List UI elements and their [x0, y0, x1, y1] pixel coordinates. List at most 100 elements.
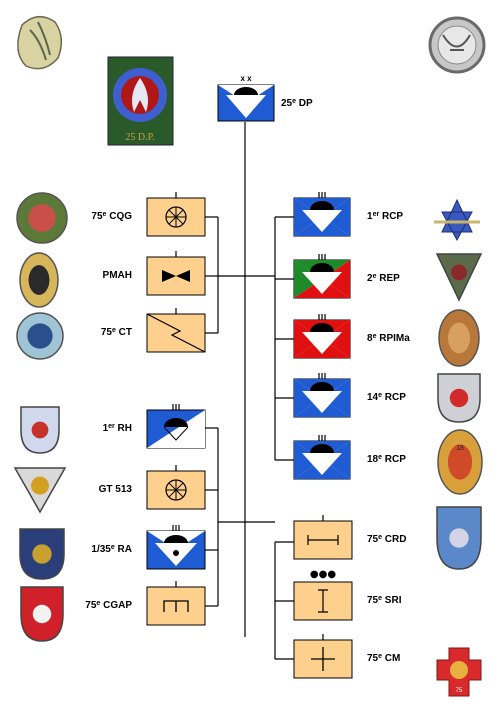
label-suffix: RCP — [382, 454, 406, 465]
badge-center — [447, 444, 473, 480]
unit-label-sri: 75e SRI — [367, 595, 402, 607]
label-superscript: e — [103, 211, 107, 218]
unit-flag-rpima8 — [293, 314, 351, 359]
maintenance-icon — [307, 535, 339, 545]
parachute-canopy-white — [302, 272, 342, 294]
badge-center — [437, 25, 477, 65]
label-suffix: RPIMa — [376, 333, 410, 344]
unit-box-ct — [146, 308, 206, 353]
unit-flag-rcp14 — [293, 373, 351, 418]
insignia-crd — [436, 506, 482, 570]
badge-center — [28, 204, 56, 232]
label-superscript: e — [96, 600, 100, 607]
unit-boxes: x x ●●● — [146, 74, 353, 679]
pennant-emblem — [31, 476, 49, 495]
wheel-spoke — [175, 209, 184, 218]
insignia-gt — [13, 467, 67, 514]
artillery-dot-icon — [173, 550, 179, 556]
label-superscript: e — [378, 653, 382, 660]
division-label: 25e DP — [281, 98, 313, 110]
flag-left-triangle — [294, 441, 322, 479]
badge-center — [27, 323, 53, 349]
label-main: 25 — [281, 98, 293, 109]
armor-diagonal-white — [147, 410, 205, 448]
parachute-icon — [234, 87, 258, 95]
flag-left-triangle — [294, 260, 322, 298]
insignia-cm: 75 — [436, 647, 482, 697]
lightning-icon — [146, 313, 206, 353]
label-superscript: e — [111, 544, 115, 551]
label-main: 18 — [367, 454, 379, 465]
label-suffix: CGAP — [100, 600, 132, 611]
wheel-spoke — [168, 482, 177, 491]
label-main: GT 513 — [99, 484, 133, 495]
shield-emblem — [32, 544, 52, 564]
label-suffix: RCP — [379, 211, 403, 222]
unit-box-sri: ●●● — [293, 569, 353, 621]
insignia-pmah — [19, 252, 59, 308]
parachute-lines — [163, 426, 189, 441]
flag-left-triangle — [294, 379, 322, 417]
patch-text: 25 D.P. — [125, 132, 154, 143]
shield-emblem — [32, 604, 52, 624]
echelon-xx: x x — [240, 74, 252, 83]
cross-center — [450, 661, 468, 679]
unit-box-rh — [146, 404, 206, 449]
parachute-canopy-white — [302, 332, 342, 354]
label-main: 1/35 — [91, 544, 111, 555]
label-superscript: er — [373, 211, 380, 218]
label-suffix: CM — [382, 653, 400, 664]
label-suffix: RH — [115, 423, 132, 434]
label-main: 1 — [103, 423, 109, 434]
unit-box-cgap — [146, 581, 206, 626]
unit-box-cqg — [146, 192, 206, 237]
parachute-icon — [164, 535, 188, 543]
label-main: 75 — [85, 600, 97, 611]
unit-label-rh: 1er RH — [103, 423, 132, 435]
label-suffix: CRD — [382, 534, 406, 545]
echelon-dots: ●●● — [310, 569, 336, 580]
label-suffix: SRI — [382, 595, 402, 606]
unit-label-cm: 75e CM — [367, 653, 400, 665]
label-superscript: e — [378, 454, 382, 461]
insignia-rcp1 — [434, 198, 480, 242]
parachute-canopy-white — [226, 95, 266, 118]
label-main: 75 — [91, 211, 103, 222]
insignia-rh — [20, 406, 60, 454]
label-suffix: RA — [115, 544, 132, 555]
unit-flag-rep2 — [293, 254, 351, 299]
label-main: 14 — [367, 392, 379, 403]
unit-box-cm — [293, 634, 353, 679]
insignia-cgap — [20, 586, 64, 642]
patch-wings — [132, 78, 148, 112]
unit-label-ct: 75e CT — [101, 327, 132, 339]
unit-flag-rcp1 — [293, 192, 351, 237]
unit-label-rcp14: 14e RCP — [367, 392, 406, 404]
label-superscript: er — [108, 423, 115, 430]
unit-box-pmah — [146, 251, 206, 296]
badge-wing-lines — [29, 21, 51, 61]
insignia-badges: 25 D.P. 18 75 — [13, 16, 486, 697]
unit-label-crd: 75e CRD — [367, 534, 406, 546]
wheel-spoke — [175, 489, 184, 498]
parachute-canopy-white — [302, 453, 342, 475]
star-shape — [441, 198, 473, 242]
label-main: 2 — [367, 273, 373, 284]
insignia-rcp18: 18 — [437, 429, 483, 495]
para-wing-badge-right — [428, 16, 486, 74]
connector-lines — [205, 122, 294, 660]
parachute-icon — [164, 418, 188, 427]
unit-box-crd — [293, 515, 353, 560]
insignia-number: 18 — [456, 445, 464, 452]
flag-right-triangle — [322, 379, 350, 417]
label-suffix: RCP — [382, 392, 406, 403]
badge-center — [448, 322, 470, 354]
label-suffix: CQG — [106, 211, 132, 222]
division-patch: 25 D.P. — [107, 56, 174, 146]
label-main: 1 — [367, 211, 373, 222]
insignia-ra — [19, 528, 65, 580]
parachute-canopy-white — [302, 391, 342, 413]
label-superscript: e — [373, 273, 377, 280]
shield-emblem — [449, 388, 469, 408]
label-main: 75 — [101, 327, 113, 338]
